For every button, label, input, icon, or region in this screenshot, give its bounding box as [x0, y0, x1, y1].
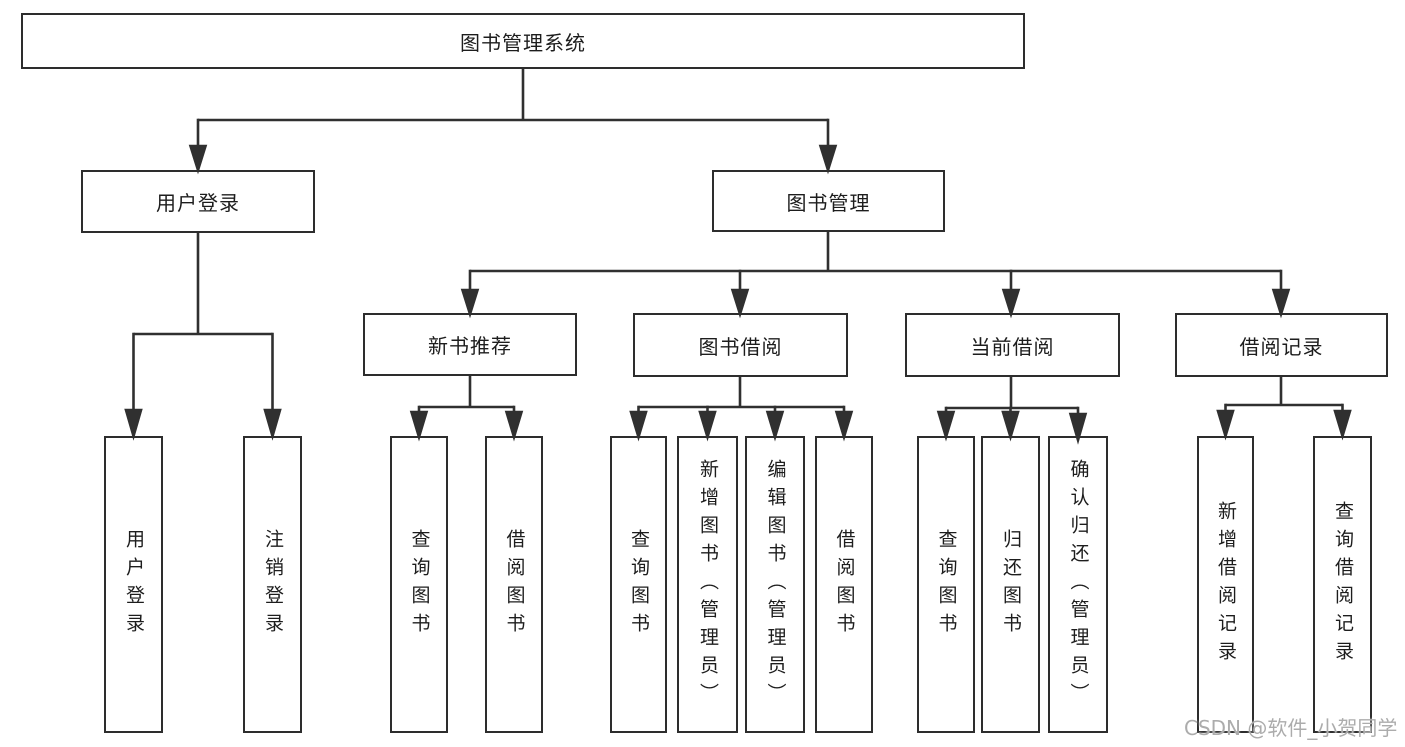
leaf-query-books-recommend: 查询图书 [390, 436, 448, 733]
leaf-query-books-current-label: 查询图书 [935, 528, 958, 641]
leaf-confirm-return-admin: 确认归还（管理员） [1048, 436, 1108, 733]
leaf-borrow-books-recommend: 借阅图书 [485, 436, 543, 733]
leaf-return-book-label: 归还图书 [1000, 528, 1022, 641]
leaf-user-login-label: 用户登录 [123, 528, 145, 641]
leaf-add-book-admin: 新增图书（管理员） [677, 436, 738, 733]
watermark: CSDN @软件_小贺同学 [1184, 716, 1398, 740]
leaf-borrow-books-recommend-label: 借阅图书 [503, 528, 526, 641]
node-new-book-recommend-label: 新书推荐 [428, 334, 512, 358]
leaf-query-books-borrowing: 查询图书 [610, 436, 667, 733]
leaf-query-books-recommend-label: 查询图书 [408, 528, 431, 641]
leaf-user-login: 用户登录 [104, 436, 163, 733]
node-user-login: 用户登录 [81, 170, 315, 233]
leaf-logout-label: 注销登录 [262, 528, 284, 641]
leaf-query-borrow-record: 查询借阅记录 [1313, 436, 1372, 733]
leaf-edit-book-admin: 编辑图书（管理员） [745, 436, 805, 733]
leaf-query-borrow-record-label: 查询借阅记录 [1332, 500, 1354, 669]
node-current-borrowing-label: 当前借阅 [970, 334, 1055, 359]
leaf-return-book: 归还图书 [981, 436, 1040, 733]
leaf-add-borrow-record: 新增借阅记录 [1197, 436, 1254, 733]
leaf-logout: 注销登录 [243, 436, 302, 733]
node-book-management: 图书管理 [712, 170, 945, 232]
node-book-borrowing: 图书借阅 [633, 313, 848, 377]
leaf-borrow-books-borrowing-label: 借阅图书 [833, 528, 856, 641]
node-user-login-label: 用户登录 [156, 191, 240, 215]
node-new-book-recommend: 新书推荐 [363, 313, 577, 376]
leaf-borrow-books-borrowing: 借阅图书 [815, 436, 873, 733]
leaf-query-books-borrowing-label: 查询图书 [628, 528, 650, 641]
node-borrow-records-label: 借阅记录 [1239, 334, 1324, 359]
node-root-system-label: 图书管理系统 [460, 30, 586, 55]
node-root-system: 图书管理系统 [21, 13, 1025, 69]
leaf-query-books-current: 查询图书 [917, 436, 975, 733]
leaf-edit-book-admin-label: 编辑图书（管理员） [764, 458, 787, 711]
node-current-borrowing: 当前借阅 [905, 313, 1120, 377]
node-borrow-records: 借阅记录 [1175, 313, 1388, 377]
leaf-add-book-admin-label: 新增图书（管理员） [697, 458, 719, 711]
node-book-management-label: 图书管理 [786, 190, 871, 215]
leaf-confirm-return-admin-label: 确认归还（管理员） [1067, 458, 1090, 711]
leaf-add-borrow-record-label: 新增借阅记录 [1215, 500, 1237, 669]
node-book-borrowing-label: 图书借阅 [698, 334, 783, 359]
